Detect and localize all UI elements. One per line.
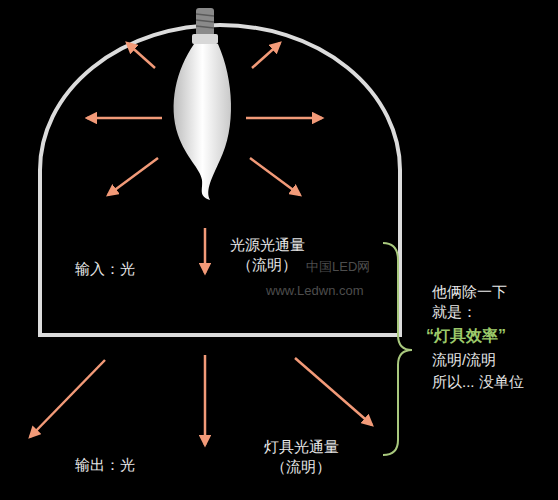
watermark: 中国LED网 — [306, 257, 386, 277]
lamp-housing — [40, 25, 400, 335]
watermark: www.Ledwn.com — [266, 281, 386, 301]
flux-label: 光源光通量 （流明） — [223, 235, 311, 275]
light-ray — [30, 43, 372, 445]
note-text: 流明/流明 — [432, 350, 542, 370]
term-highlight: “灯具效率” — [426, 326, 546, 346]
output-label: 输出：光 — [75, 455, 165, 475]
flux-label: 灯具光通量 （流明） — [255, 437, 347, 477]
note-text: 所以... 没单位 — [432, 372, 552, 392]
candle-bulb — [174, 8, 231, 200]
note-text: 他俩除一下 就是： — [432, 282, 514, 322]
input-label: 输入：光 — [75, 259, 155, 279]
curly-brace — [383, 243, 412, 455]
